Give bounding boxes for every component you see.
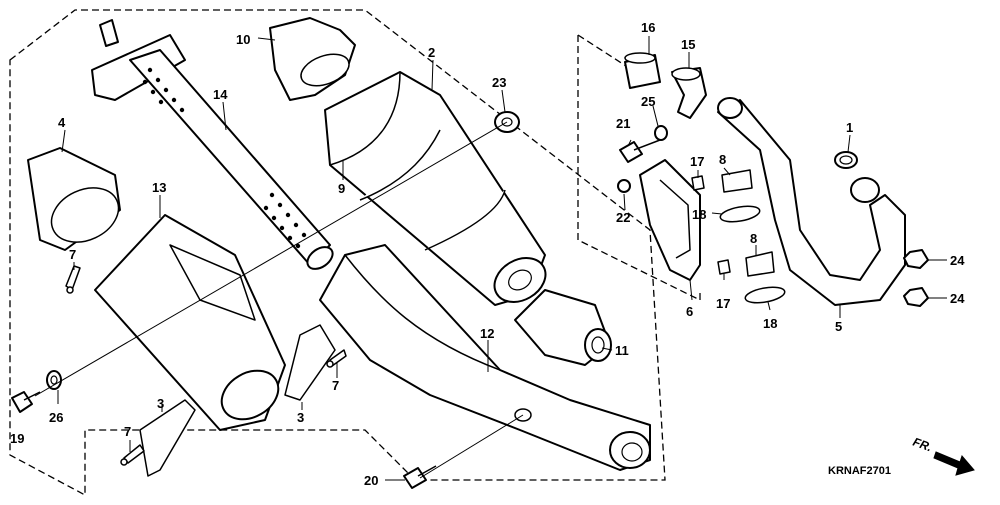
callout-18-b: 18 [763, 316, 777, 331]
callout-19: 19 [10, 431, 24, 446]
callout-26: 26 [49, 410, 63, 425]
callout-25: 25 [641, 94, 655, 109]
part-11-silencer-packing [514, 289, 612, 366]
callout-17-a: 17 [690, 154, 704, 169]
part-17-clip-lower [717, 259, 731, 275]
part-3-bracket-lower [139, 399, 196, 477]
part-3-bracket-upper [284, 324, 336, 401]
callout-6: 6 [686, 304, 693, 319]
callout-18-a: 18 [692, 207, 706, 222]
callout-14: 14 [213, 87, 228, 102]
part-15-joint-clamp [671, 67, 707, 119]
part-22-cap [617, 179, 631, 193]
callout-8-a: 8 [719, 152, 726, 167]
front-direction-indicator: FR. [911, 435, 975, 476]
leader-lines [34, 36, 947, 481]
part-19-bolt [11, 391, 41, 413]
callout-8-b: 8 [750, 231, 757, 246]
callout-9: 9 [338, 181, 345, 196]
part-24-nut-lower [903, 287, 929, 307]
callout-11: 11 [615, 343, 629, 358]
callout-4: 4 [58, 115, 66, 130]
part-16-collar [624, 52, 661, 89]
part-26-washer [46, 370, 62, 390]
part-12-silencer-body [319, 244, 651, 471]
callout-22: 22 [616, 210, 630, 225]
front-arrow-icon [933, 451, 975, 476]
part-7-bolt-a [65, 265, 81, 294]
callout-12: 12 [480, 326, 494, 341]
callout-numbers: 10 2 23 14 4 13 9 7 7 7 3 3 12 11 19 26 … [10, 20, 965, 488]
part-20-bolt [403, 465, 437, 489]
part-21-bolt [619, 139, 661, 163]
part-10-packing [269, 17, 356, 101]
part-7-bolt-c [120, 444, 145, 466]
part-5-exhaust-pipe [717, 97, 906, 306]
part-13-muffler-shell [94, 214, 286, 431]
part-14-inner-pipe [91, 19, 334, 270]
callout-7-a: 7 [69, 247, 76, 262]
callout-17-b: 17 [716, 296, 730, 311]
part-24-nut-upper [903, 249, 929, 269]
part-6-heat-guard [639, 159, 701, 281]
part-17-clip-upper [691, 175, 705, 191]
part-18-band-upper [719, 205, 761, 223]
callout-15: 15 [681, 37, 695, 52]
diagram-code: KRNAF2701 [828, 465, 891, 477]
callout-24-a: 24 [950, 253, 965, 268]
direction-label: FR. [911, 435, 934, 455]
callout-24-b: 24 [950, 291, 965, 306]
callout-10: 10 [236, 32, 250, 47]
callout-23: 23 [492, 75, 506, 90]
callout-20: 20 [364, 473, 378, 488]
part-7-bolt-b [326, 349, 347, 368]
callout-1: 1 [846, 120, 853, 135]
callout-3-b: 3 [297, 410, 304, 425]
part-8-bracket-lower [745, 251, 775, 277]
part-8-bracket-upper [721, 169, 753, 193]
callout-16: 16 [641, 20, 655, 35]
callout-3-a: 3 [157, 396, 164, 411]
part-18-band-lower [744, 286, 786, 304]
callout-2: 2 [428, 45, 435, 60]
part-4-end-cap [27, 147, 121, 251]
part-2-muffler-packing [324, 71, 547, 306]
part-25-seal [654, 125, 668, 141]
callout-7-c: 7 [124, 424, 131, 439]
callout-5: 5 [835, 319, 842, 334]
callout-21: 21 [616, 116, 630, 131]
part-1-gasket [834, 151, 858, 169]
callout-7-b: 7 [332, 378, 339, 393]
callout-13: 13 [152, 180, 166, 195]
